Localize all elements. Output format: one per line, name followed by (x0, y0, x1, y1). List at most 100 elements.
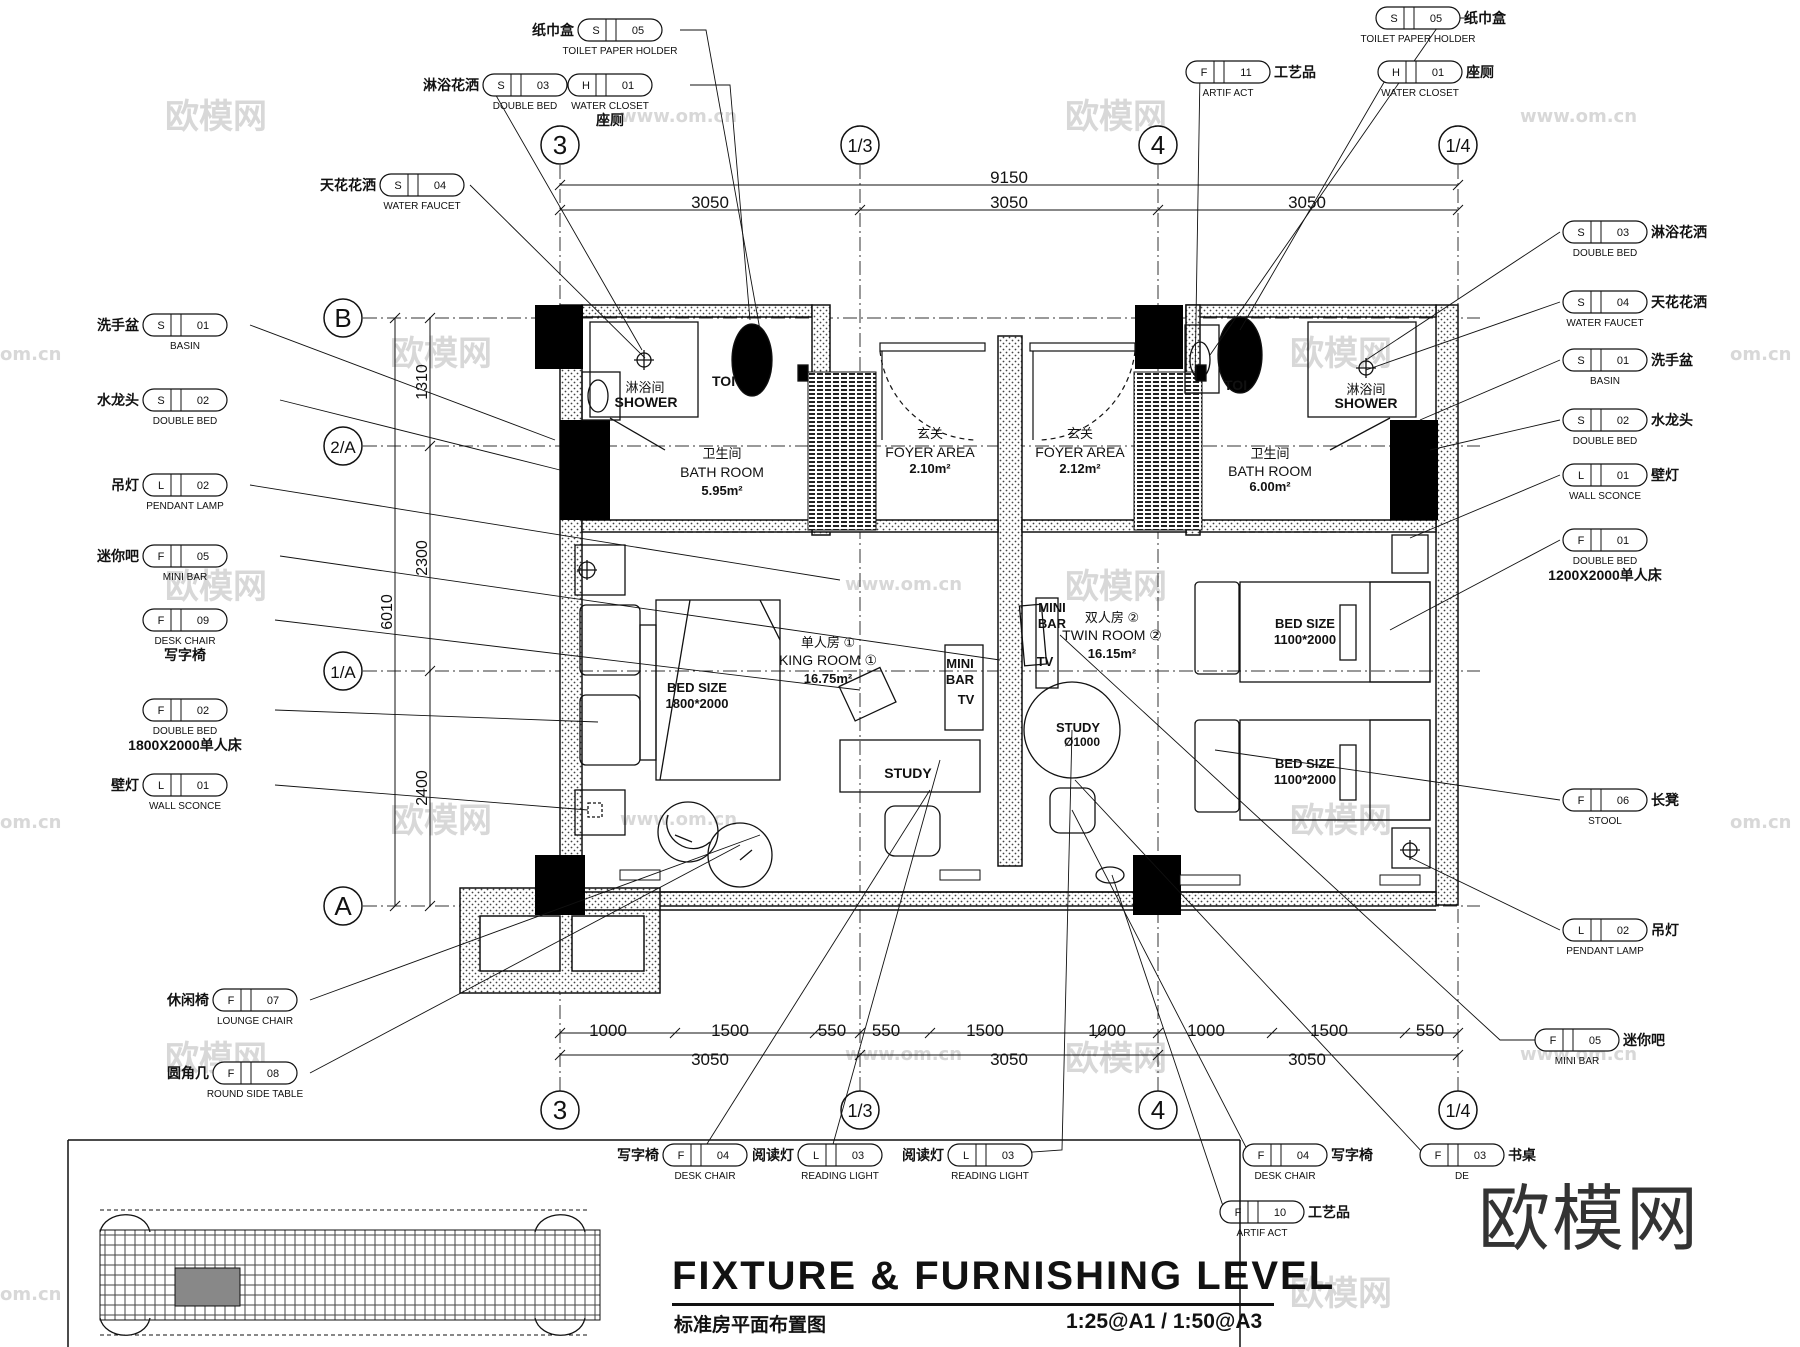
tag-chinese: 洗手盆 (1651, 352, 1694, 368)
tag-chinese: 写字椅 (164, 647, 206, 663)
tag-number: 07 (267, 995, 279, 1007)
tag-number: 01 (1617, 470, 1629, 482)
dim-bottom-span: 1500 (966, 1021, 1004, 1040)
tag-chinese: 吊灯 (111, 477, 139, 493)
tag-code: F (1201, 67, 1208, 79)
shower-label: SHOWER (615, 394, 678, 410)
tag-chinese: 壁灯 (1651, 467, 1679, 483)
minibar-label: BAR (946, 672, 975, 687)
tag-code: L (813, 1150, 819, 1162)
dim-bottom-span: 1500 (711, 1021, 749, 1040)
grid-bubble-row-2a: 2/A (323, 426, 363, 466)
tag-english: DOUBLE BED (1573, 556, 1637, 567)
tag-code: S (1577, 297, 1584, 309)
bath-fixtures (581, 316, 1417, 451)
tag-number: 04 (717, 1150, 729, 1162)
dim-top-span: 3050 (691, 193, 729, 212)
grid-bubble-col-3-bottom: 3 (540, 1090, 580, 1130)
svg-text:A: A (334, 891, 352, 921)
dim-bottom-span: 550 (818, 1021, 846, 1040)
tag-chinese: 水龙头 (97, 392, 139, 408)
tag-code: F (158, 551, 165, 563)
bath-cn-label: 卫生间 (702, 446, 741, 461)
tag-chinese: 工艺品 (1308, 1204, 1350, 1220)
tag-chinese: 休闲椅 (166, 992, 209, 1008)
tag-number: 01 (197, 320, 209, 332)
tag-number: 02 (197, 705, 209, 717)
tag-code: S (1577, 415, 1584, 427)
tag-english: DOUBLE BED (1573, 248, 1637, 259)
tag-code: F (1435, 1150, 1442, 1162)
tag-number: 02 (197, 395, 209, 407)
svg-text:1/3: 1/3 (847, 1101, 872, 1121)
toilet-label: TOI (712, 373, 735, 389)
tag-english: MINI BAR (163, 572, 207, 583)
dim-bottom-total: 3050 (990, 1050, 1028, 1069)
tag-number: 09 (197, 615, 209, 627)
tag-number: 01 (1617, 355, 1629, 367)
wm-url: om.cn (0, 344, 61, 365)
svg-text:1/A: 1/A (330, 663, 356, 682)
dim-overall: 9150 (990, 168, 1028, 187)
tv-label: TV (958, 692, 975, 707)
dim-left-total: 6010 (379, 594, 396, 630)
tag-chinese: 长凳 (1651, 792, 1680, 808)
tag-code: S (1577, 355, 1584, 367)
twin-area: 16.15m² (1088, 646, 1137, 661)
tag-code: S (1577, 227, 1584, 239)
wm-brand: 欧模网 (1290, 1274, 1392, 1314)
tag-code: F (1578, 535, 1585, 547)
twin-room-furniture (1018, 534, 1431, 884)
shower-cn-label: 淋浴间 (1346, 382, 1385, 397)
tag-chinese: 写字椅 (617, 1147, 659, 1163)
tag-code: F (1578, 795, 1585, 807)
wm-brand: 欧模网 (390, 334, 492, 374)
tag-number: 01 (622, 80, 634, 92)
foyer-area: 2.10m² (909, 461, 951, 476)
tag-code: H (1392, 67, 1400, 79)
tv-label: TV (1037, 654, 1054, 669)
foyer-cn-label: 玄关 (1067, 426, 1093, 441)
tag-chinese: 工艺品 (1274, 64, 1316, 80)
shafts (807, 371, 1203, 531)
tag-code: F (1550, 1035, 1557, 1047)
tag-code: S (157, 395, 164, 407)
tag-english: WATER FAUCET (1566, 318, 1643, 329)
tag-number: 04 (434, 180, 446, 192)
tag-chinese: 阅读灯 (902, 1147, 944, 1163)
wm-brand: 欧模网 (390, 801, 492, 841)
grid-bubble-row-b: B (323, 298, 363, 338)
svg-text:1/4: 1/4 (1445, 1101, 1470, 1121)
dim-bottom-span: 550 (1416, 1021, 1444, 1040)
king-room-furniture (574, 544, 984, 888)
grid-bubble-row-1a: 1/A (323, 651, 363, 691)
tag-number: 04 (1297, 1150, 1309, 1162)
foyer-area: 2.12m² (1059, 461, 1101, 476)
watermarks: 欧模网 欧模网 欧模网 欧模网 欧模网 欧模网 欧模网 欧模网 欧模网 欧模网 … (0, 97, 1791, 1314)
tag-number: 03 (852, 1150, 864, 1162)
tag-number: 05 (1589, 1035, 1601, 1047)
key-plan (67, 1139, 1241, 1347)
grid-bubble-col-1-4-bottom: 1/4 (1438, 1090, 1478, 1130)
tag-number: 03 (1002, 1150, 1014, 1162)
tag-english: DE (1455, 1171, 1469, 1182)
grid-bubble-col-1-4: 1/4 (1438, 125, 1478, 165)
study-label: STUDY (1056, 720, 1100, 735)
tag-code: S (157, 320, 164, 332)
tag-chinese: 淋浴花洒 (423, 77, 479, 93)
tag-code: S (592, 25, 599, 37)
